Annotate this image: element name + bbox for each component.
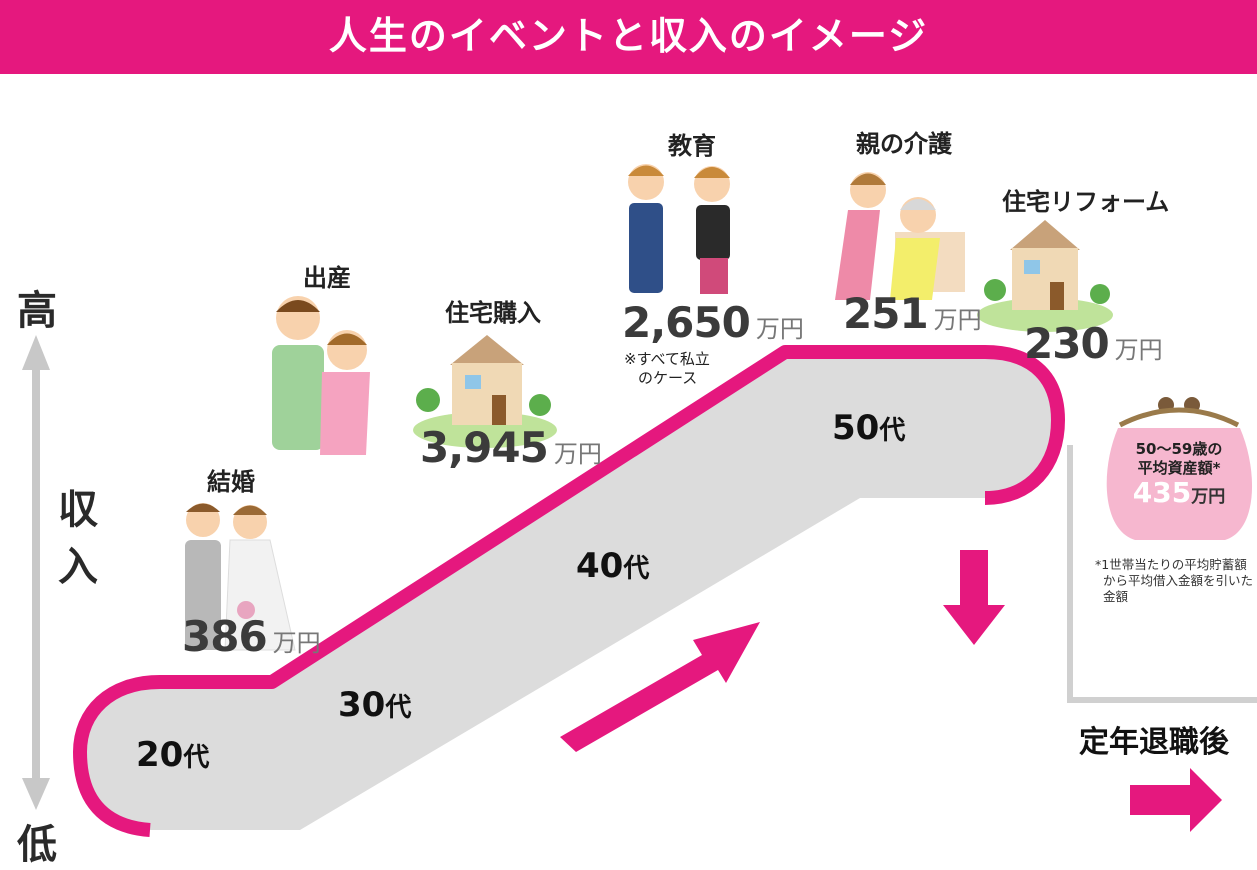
amount-value: 230 [1024,319,1110,368]
age-label-50s: 50代 [832,408,905,448]
savings-caption-line2: 平均資産額* [1137,459,1221,477]
amount-value: 386 [182,612,268,661]
amount-value: 3,945 [420,423,549,472]
axis-label-high: 高 [17,288,57,334]
amount-unit: 万円 [755,315,804,343]
retirement-line [1067,445,1257,703]
income-axis-icon [22,335,50,810]
escalator-handrail [73,345,1065,837]
amount-value: 2,650 [622,298,751,347]
age-number: 20 [136,735,184,775]
savings-amount-unit: 万円 [1191,487,1226,507]
savings-caption-line1: 50〜59歳の [1135,440,1223,458]
age-suffix: 代 [385,693,412,723]
age-label-30s: 30代 [338,685,411,725]
amount-unit: 万円 [933,306,982,334]
age-number: 30 [338,685,386,725]
age-label-20s: 20代 [136,735,209,775]
event-label-caregiving: 親の介護 [856,130,952,158]
age-label-40s: 40代 [576,546,649,586]
event-label-marriage: 結婚 [207,468,255,496]
education-note-line2: のケース [638,369,698,387]
amount-unit: 万円 [272,629,321,657]
purse-icon [1106,397,1253,540]
savings-info: 50〜59歳の 平均資産額* 435万円 [1106,440,1252,512]
family-couple-icon [272,296,370,455]
event-label-reform: 住宅リフォーム [1002,188,1170,216]
age-number: 50 [832,408,880,448]
event-label-education: 教育 [668,132,716,160]
education-note-line1: ※すべて私立 [624,350,710,368]
reform-house-icon [977,220,1113,332]
age-number: 40 [576,546,624,586]
axis-label-income-bottom: 入 [58,544,98,590]
wedding-couple-icon [185,503,296,651]
rising-arrow-icon [560,622,760,752]
escalator-body [80,352,1058,830]
students-icon [628,164,730,294]
savings-amount: 435万円 [1106,478,1252,512]
retirement-label: 定年退職後 [1079,725,1229,760]
right-arrow-icon [1130,768,1222,832]
savings-amount-value: 435 [1132,476,1192,509]
new-house-icon [413,335,557,448]
page-title: 人生のイベントと収入のイメージ [328,14,929,58]
age-suffix: 代 [183,743,210,773]
down-arrow-icon [943,550,1005,645]
savings-footnote-line1: *1世帯当たりの平均貯蓄額 [1095,557,1247,572]
savings-footnote: *1世帯当たりの平均貯蓄額 から平均借入金額を引いた 金額 [1095,557,1253,605]
age-suffix: 代 [623,554,650,584]
axis-label-income-top: 収 [58,487,98,533]
amount-unit: 万円 [1114,336,1163,364]
event-label-house-purchase: 住宅購入 [445,299,541,327]
age-suffix: 代 [879,416,906,446]
education-note: ※すべて私立 のケース [624,350,710,388]
header-bar [0,0,1257,74]
amount-unit: 万円 [553,440,602,468]
caregiving-icon [835,172,965,300]
amount-value: 251 [843,289,929,338]
savings-footnote-line2: から平均借入金額を引いた [1103,573,1254,588]
event-label-birth: 出産 [303,264,351,292]
axis-label-low: 低 [17,822,57,868]
savings-footnote-line3: 金額 [1103,589,1129,604]
